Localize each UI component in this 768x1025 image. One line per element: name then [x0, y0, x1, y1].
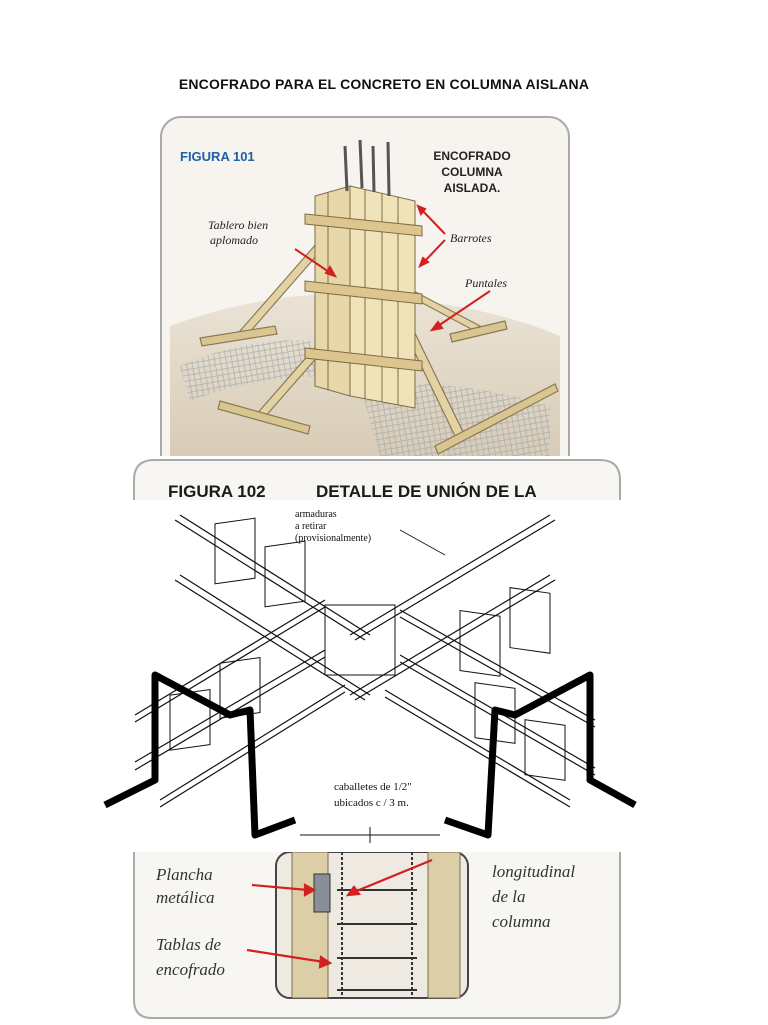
figure-101-title-line1: ENCOFRADO: [433, 149, 510, 163]
note-line2: a retirar: [295, 521, 327, 532]
column-stirrups: [337, 852, 417, 998]
left-label1-line1: Plancha: [155, 865, 213, 884]
figure-102-title: DETALLE DE UNIÓN DE LA: [316, 482, 537, 500]
dimension-line: [300, 827, 440, 843]
callout-puntales: Puntales: [464, 276, 507, 290]
left-label2-line2: encofrado: [156, 960, 225, 979]
figure-101-title-line3: AISLADA.: [444, 181, 501, 195]
note-leader: [399, 529, 446, 556]
left-label1-line2: metálica: [156, 888, 215, 907]
figure-101-title-line2: COLUMNA: [441, 165, 503, 179]
rebar-cage-left: [134, 514, 371, 808]
right-label-line3: columna: [492, 912, 551, 931]
figure-101-illustration: FIGURA 101 ENCOFRADO COLUMNA AISLADA. Ta…: [160, 116, 570, 478]
caballetes-line2: ubicados c / 3 m.: [334, 797, 409, 809]
figure-102-label: FIGURA 102: [168, 482, 266, 500]
mesh-left: [180, 340, 320, 401]
formwork-boards: [291, 851, 461, 999]
figure-101-label: FIGURA 101: [180, 149, 255, 164]
callout-tablero-line1: Tablero bien: [208, 218, 268, 232]
right-label-line1: longitudinal: [492, 862, 575, 881]
barrotes: [304, 213, 423, 372]
caballetes: [103, 671, 637, 839]
rebars: [343, 139, 391, 197]
note-line3: (provisionalmente): [295, 533, 371, 544]
stakes: [199, 320, 559, 455]
page-title: ENCOFRADO PARA EL CONCRETO EN COLUMNA AI…: [178, 76, 590, 92]
callout-barrotes: Barrotes: [450, 231, 492, 245]
figure-bottom: Plancha metálica Tablas de encofrado lon…: [132, 851, 622, 1020]
figure-102-header: FIGURA 102 DETALLE DE UNIÓN DE LA: [132, 458, 622, 501]
callout-arrows: [294, 204, 491, 332]
left-label2-line1: Tablas de: [156, 935, 221, 954]
rebar-joint-drawing: armaduras a retirar (provisionalmente) c…: [100, 500, 640, 852]
figure-101: FIGURA 101 ENCOFRADO COLUMNA AISLADA. Ta…: [160, 116, 570, 478]
note-line1: armaduras: [295, 509, 337, 520]
caballetes-line1: caballetes de 1/2": [334, 781, 412, 793]
callout-tablero-line2: aplomado: [210, 233, 258, 247]
plancha-metalica: [313, 873, 331, 913]
stirrups: [169, 517, 566, 781]
right-label-line2: de la: [492, 887, 526, 906]
bottom-callout-arrows: [246, 858, 433, 969]
rebar-cage-right: [349, 514, 596, 808]
